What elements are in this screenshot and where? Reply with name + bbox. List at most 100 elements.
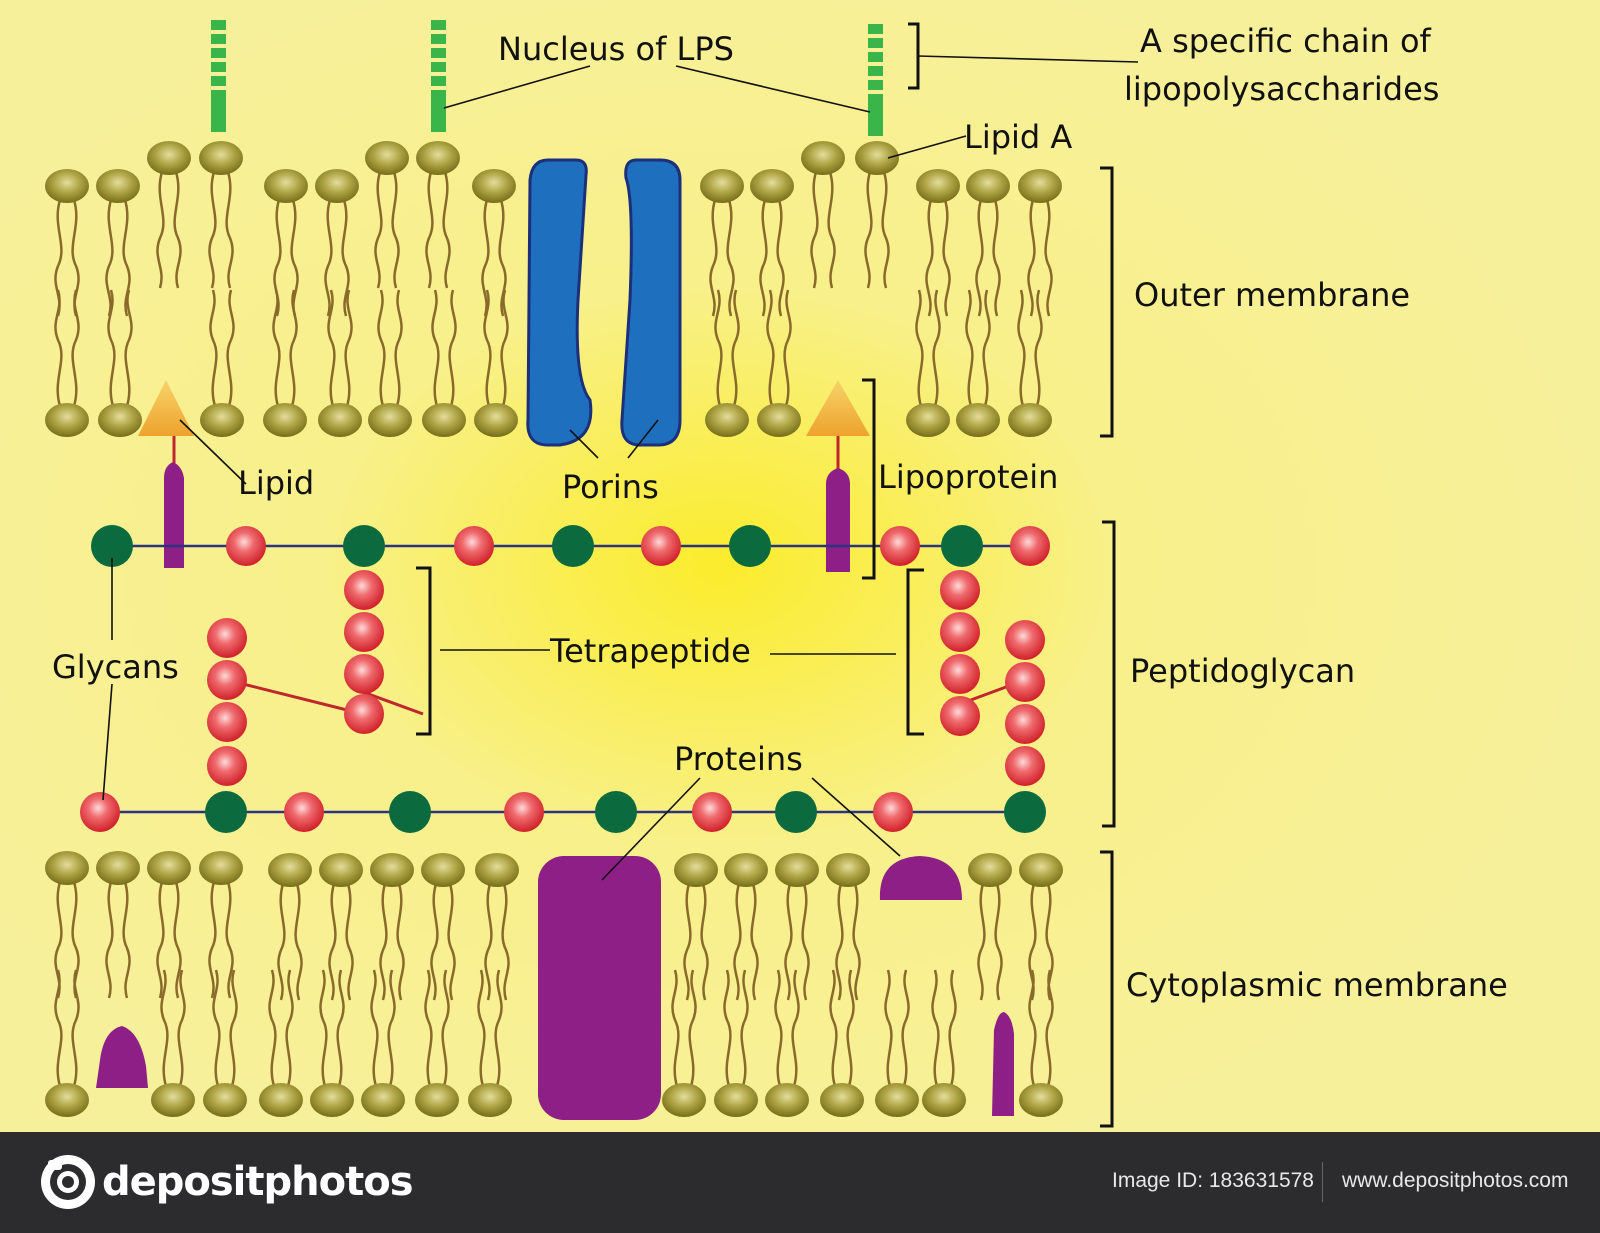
phospholipid bbox=[801, 141, 845, 289]
porins-label: Porins bbox=[562, 468, 659, 506]
phospholipid bbox=[1019, 969, 1063, 1117]
lipid-triangle bbox=[138, 380, 194, 436]
peptide-bead bbox=[940, 570, 980, 610]
nag-bead bbox=[775, 791, 817, 833]
bracket bbox=[416, 22, 1116, 1128]
nag-bead bbox=[343, 525, 385, 567]
phospholipid bbox=[956, 289, 1000, 437]
phospholipid bbox=[662, 969, 706, 1117]
peptide-bead bbox=[873, 792, 913, 832]
peptide-bead bbox=[344, 694, 384, 734]
divider bbox=[1322, 1162, 1323, 1202]
nag-bead bbox=[729, 525, 771, 567]
phospholipid bbox=[705, 289, 749, 437]
phospholipid bbox=[98, 289, 142, 437]
outer-membrane-top-leaflet bbox=[45, 141, 1062, 317]
leader-lines bbox=[102, 55, 1139, 881]
phospholipid bbox=[750, 169, 794, 317]
peptide-bead bbox=[284, 792, 324, 832]
phospholipid bbox=[468, 969, 512, 1117]
porin bbox=[526, 158, 593, 447]
brand-name: depositphotos bbox=[102, 1159, 414, 1205]
lps-chain bbox=[211, 20, 226, 132]
phospholipid bbox=[319, 853, 363, 1001]
site-url[interactable]: www.depositphotos.com bbox=[1342, 1169, 1569, 1192]
phospholipid bbox=[674, 853, 718, 1001]
phospholipid bbox=[315, 169, 359, 317]
phospholipid bbox=[361, 969, 405, 1117]
brand[interactable]: depositphotos bbox=[40, 1154, 414, 1210]
peptide-bead bbox=[207, 746, 247, 786]
phospholipid bbox=[96, 169, 140, 317]
phospholipid bbox=[147, 141, 191, 289]
peptide-bead bbox=[207, 702, 247, 742]
phospholipid bbox=[1018, 169, 1062, 317]
lipid-triangle bbox=[806, 380, 870, 436]
crosslink bbox=[226, 678, 364, 716]
phospholipid bbox=[820, 969, 864, 1117]
phospholipid bbox=[474, 289, 518, 437]
phospholipid bbox=[968, 853, 1012, 1001]
phospholipid bbox=[96, 851, 140, 999]
peptide-bead bbox=[207, 660, 247, 700]
peptide-bead bbox=[940, 654, 980, 694]
peptide-bead bbox=[344, 570, 384, 610]
outer-membrane-label: Outer membrane bbox=[1134, 276, 1410, 314]
embedded-protein bbox=[96, 1026, 148, 1088]
phospholipid bbox=[199, 851, 243, 999]
phospholipid bbox=[200, 289, 244, 437]
cytoplasmic-membrane-label: Cytoplasmic membrane bbox=[1126, 966, 1508, 1004]
camera-icon bbox=[41, 1155, 95, 1209]
peptide-bead bbox=[1005, 746, 1045, 786]
phospholipid bbox=[475, 853, 519, 1001]
integral-protein bbox=[538, 856, 661, 1120]
peptide-bead bbox=[504, 792, 544, 832]
peptide-bead bbox=[1005, 620, 1045, 660]
phospholipid bbox=[966, 169, 1010, 317]
phospholipid bbox=[147, 851, 191, 999]
peptide-bead bbox=[454, 526, 494, 566]
peripheral-protein bbox=[879, 856, 962, 900]
phospholipid bbox=[415, 969, 459, 1117]
phospholipid bbox=[268, 853, 312, 1001]
peptide-bead bbox=[344, 654, 384, 694]
nag-bead bbox=[595, 791, 637, 833]
background bbox=[0, 0, 1600, 1132]
phospholipid bbox=[45, 969, 89, 1117]
phospholipid bbox=[151, 969, 195, 1117]
cell-wall-diagram: Nucleus of LPS A specific chain of lipop… bbox=[0, 0, 1600, 1132]
phospholipid bbox=[422, 289, 466, 437]
phospholipid bbox=[199, 141, 243, 289]
peptide-bead bbox=[940, 696, 980, 736]
peptide-bead bbox=[1005, 662, 1045, 702]
outer-membrane-bottom-leaflet bbox=[45, 289, 1052, 437]
nag-bead bbox=[552, 525, 594, 567]
nag-bead bbox=[91, 525, 133, 567]
footer-bar: depositphotos Image ID: 183631578 www.de… bbox=[0, 1132, 1600, 1233]
nag-bead bbox=[941, 525, 983, 567]
image-id: Image ID: 183631578 bbox=[1112, 1169, 1314, 1192]
phospholipid bbox=[1008, 289, 1052, 437]
phospholipid bbox=[757, 289, 801, 437]
phospholipid bbox=[370, 853, 414, 1001]
phospholipid bbox=[203, 969, 247, 1117]
phospholipid bbox=[365, 141, 409, 289]
phospholipid bbox=[259, 969, 303, 1117]
peptide-bead bbox=[80, 792, 120, 832]
phospholipid bbox=[906, 289, 950, 437]
glycans-label: Glycans bbox=[52, 648, 179, 686]
peptide-bead bbox=[940, 612, 980, 652]
phospholipid bbox=[310, 969, 354, 1117]
phospholipid bbox=[724, 853, 768, 1001]
peptide-bead bbox=[226, 526, 266, 566]
peptide-bead bbox=[1005, 704, 1045, 744]
lipoprotein bbox=[164, 462, 184, 568]
cytoplasmic-membrane-top-leaflet bbox=[45, 851, 1063, 1001]
tetrapeptide-label: Tetrapeptide bbox=[549, 632, 751, 670]
peptidoglycan-label: Peptidoglycan bbox=[1130, 652, 1355, 690]
phospholipid bbox=[318, 289, 362, 437]
phospholipid bbox=[916, 169, 960, 317]
nag-bead bbox=[389, 791, 431, 833]
phospholipid bbox=[416, 141, 460, 289]
peptide-bead bbox=[1010, 526, 1050, 566]
